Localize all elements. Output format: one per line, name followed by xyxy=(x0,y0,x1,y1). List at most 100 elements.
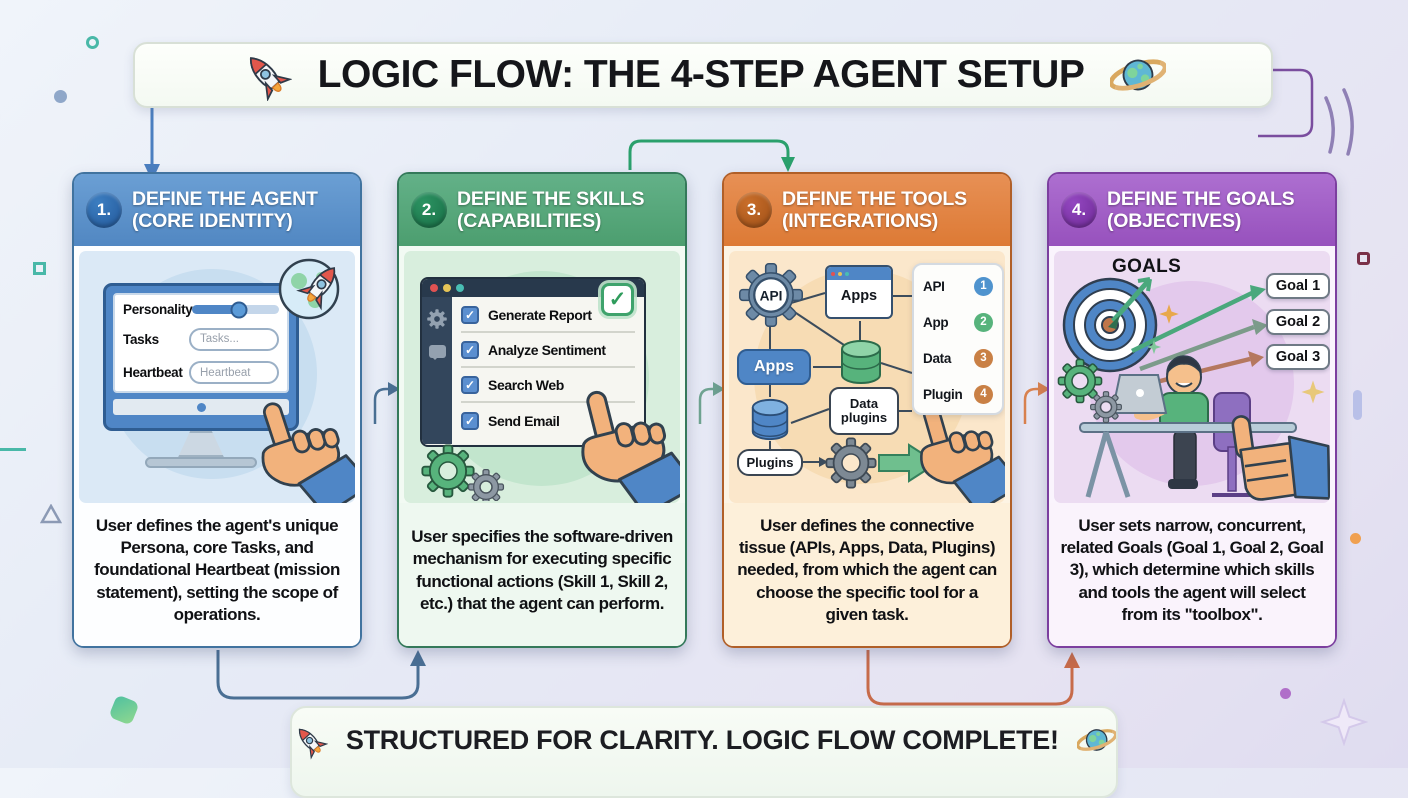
legend-row: Plugin 4 xyxy=(914,376,1002,412)
tasks-input[interactable]: Tasks... xyxy=(189,327,279,351)
camera-dot xyxy=(196,402,206,412)
heartbeat-input[interactable]: Heartbeat xyxy=(189,361,279,384)
window-dot-yellow xyxy=(443,284,451,292)
step4-header: 4. DEFINE THE GOALS (OBJECTIVES) xyxy=(1049,174,1335,246)
sparkle-gold xyxy=(1301,380,1325,404)
page-title: LOGIC FLOW: THE 4-STEP AGENT SETUP xyxy=(317,53,1085,96)
monitor-base xyxy=(145,457,257,468)
apps-box-node: Apps xyxy=(737,349,811,385)
chat-icon xyxy=(428,345,446,360)
sparkle-orange xyxy=(1159,304,1179,324)
decor-pill-lavender xyxy=(1353,390,1362,420)
step3-header: 3. DEFINE THE TOOLS (INTEGRATIONS) xyxy=(724,174,1010,246)
legend-row: Data 3 xyxy=(914,340,1002,376)
personality-slider[interactable] xyxy=(192,301,279,318)
legend-row: API 1 xyxy=(914,268,1002,304)
step4-number-badge: 4. xyxy=(1061,192,1097,228)
step4-title: DEFINE THE GOALS (OBJECTIVES) xyxy=(1107,187,1295,232)
skill-row: ✓ Generate Report xyxy=(461,298,635,333)
decor-blob-green xyxy=(108,694,140,726)
sparkle-green xyxy=(1146,339,1162,355)
skill-row: ✓ Analyze Sentiment xyxy=(461,333,635,368)
checkbox-checked[interactable]: ✓ xyxy=(461,375,479,394)
checkbox-checked[interactable]: ✓ xyxy=(461,411,479,430)
step2-title: DEFINE THE SKILLS (CAPABILITIES) xyxy=(457,187,645,232)
skills-checklist: ✓ Generate Report ✓ Analyze Sentiment ✓ … xyxy=(452,297,644,444)
ringed-planet-icon xyxy=(1110,52,1166,98)
decor-dot-blue xyxy=(54,90,67,103)
decor-dot-orange xyxy=(1350,533,1361,544)
goals-heading: GOALS xyxy=(1112,256,1182,277)
goal-pill-1: Goal 1 xyxy=(1266,273,1330,299)
step4-description: User sets narrow, concurrent, related Go… xyxy=(1049,503,1335,646)
step3-description: User defines the connective tissue (APIs… xyxy=(724,503,1010,646)
plugins-node: Plugins xyxy=(737,449,803,476)
step3-illustration: API Apps Apps Data plugins Plugins API 1 xyxy=(729,251,1005,503)
step-card-2: 2. DEFINE THE SKILLS (CAPABILITIES) ✓ xyxy=(397,172,687,648)
goal-pill-3: Goal 3 xyxy=(1266,344,1330,370)
step-card-1: 1. DEFINE THE AGENT (CORE IDENTITY) Pers… xyxy=(72,172,362,648)
personality-label: Personality xyxy=(123,302,193,317)
step2-illustration: ✓ Generate Report ✓ Analyze Sentiment ✓ … xyxy=(404,251,680,503)
step-card-4: 4. DEFINE THE GOALS (OBJECTIVES) GOALS G… xyxy=(1047,172,1337,648)
api-node-label: API xyxy=(760,288,783,303)
rocket-icon xyxy=(292,721,328,760)
step2-header: 2. DEFINE THE SKILLS (CAPABILITIES) xyxy=(399,174,685,246)
step1-title: DEFINE THE AGENT (CORE IDENTITY) xyxy=(132,187,318,232)
legend-number: 3 xyxy=(974,348,993,368)
heartbeat-label: Heartbeat xyxy=(123,365,183,380)
decor-sparkle xyxy=(1321,699,1367,745)
tools-legend: API 1 App 2 Data 3 Plugin 4 xyxy=(912,263,1004,415)
big-checkbox[interactable]: ✓ xyxy=(601,283,634,316)
gears-icon xyxy=(1057,358,1122,423)
monitor-chin xyxy=(113,399,289,415)
legend-number: 4 xyxy=(974,384,993,404)
goal-pill-2: Goal 2 xyxy=(1266,309,1330,335)
decor-ring xyxy=(86,36,99,49)
step1-number-badge: 1. xyxy=(86,192,122,228)
globe-rocket-badge xyxy=(278,258,347,320)
step3-title: DEFINE THE TOOLS (INTEGRATIONS) xyxy=(782,187,967,232)
decor-dot-purple xyxy=(1280,688,1291,699)
rocket-icon xyxy=(239,49,292,101)
step4-illustration: GOALS Goal 1 Goal 2 Goal 3 xyxy=(1054,251,1330,503)
database-green-icon xyxy=(841,340,881,384)
pointing-hand-icon xyxy=(245,395,355,503)
window-dot-teal xyxy=(456,284,464,292)
step1-illustration: Personality Tasks Tasks... Heartbeat Hea… xyxy=(79,251,355,503)
window-sidebar xyxy=(422,297,452,444)
step1-description: User defines the agent's unique Persona,… xyxy=(74,503,360,646)
decor-square-teal xyxy=(33,262,46,275)
step1-header: 1. DEFINE THE AGENT (CORE IDENTITY) xyxy=(74,174,360,246)
window-dot-red xyxy=(430,284,438,292)
decor-triangle xyxy=(40,504,62,524)
connection-lines xyxy=(769,292,913,467)
checkbox-checked[interactable]: ✓ xyxy=(461,340,479,359)
slider-knob[interactable] xyxy=(230,301,248,318)
api-gear-node: API xyxy=(739,263,803,327)
ringed-planet-icon xyxy=(1076,722,1116,758)
legend-number: 1 xyxy=(974,276,993,296)
skill-row: ✓ Search Web xyxy=(461,368,635,403)
settings-form: Personality Tasks Tasks... Heartbeat Hea… xyxy=(113,293,289,393)
gears-icon xyxy=(421,444,505,501)
step2-number-badge: 2. xyxy=(411,192,447,228)
target-icon xyxy=(1062,277,1158,373)
footer-banner: STRUCTURED FOR CLARITY. LOGIC FLOW COMPL… xyxy=(290,706,1118,798)
footer-title: STRUCTURED FOR CLARITY. LOGIC FLOW COMPL… xyxy=(345,725,1059,755)
pointing-hand-icon xyxy=(567,385,680,503)
step-card-3: 3. DEFINE THE TOOLS (INTEGRATIONS) API xyxy=(722,172,1012,648)
decor-line-teal xyxy=(0,448,26,451)
monitor: Personality Tasks Tasks... Heartbeat Hea… xyxy=(103,283,299,431)
legend-number: 2 xyxy=(974,312,993,332)
database-blue-icon xyxy=(751,398,789,441)
data-plugins-node: Data plugins xyxy=(829,387,899,435)
apps-window-node: Apps xyxy=(825,265,893,319)
thumbs-up-icon xyxy=(1230,409,1330,503)
checkbox-checked[interactable]: ✓ xyxy=(461,305,479,324)
tasks-label: Tasks xyxy=(123,331,159,347)
legend-row: App 2 xyxy=(914,304,1002,340)
title-banner: LOGIC FLOW: THE 4-STEP AGENT SETUP xyxy=(133,42,1273,108)
gear-icon xyxy=(427,309,447,329)
